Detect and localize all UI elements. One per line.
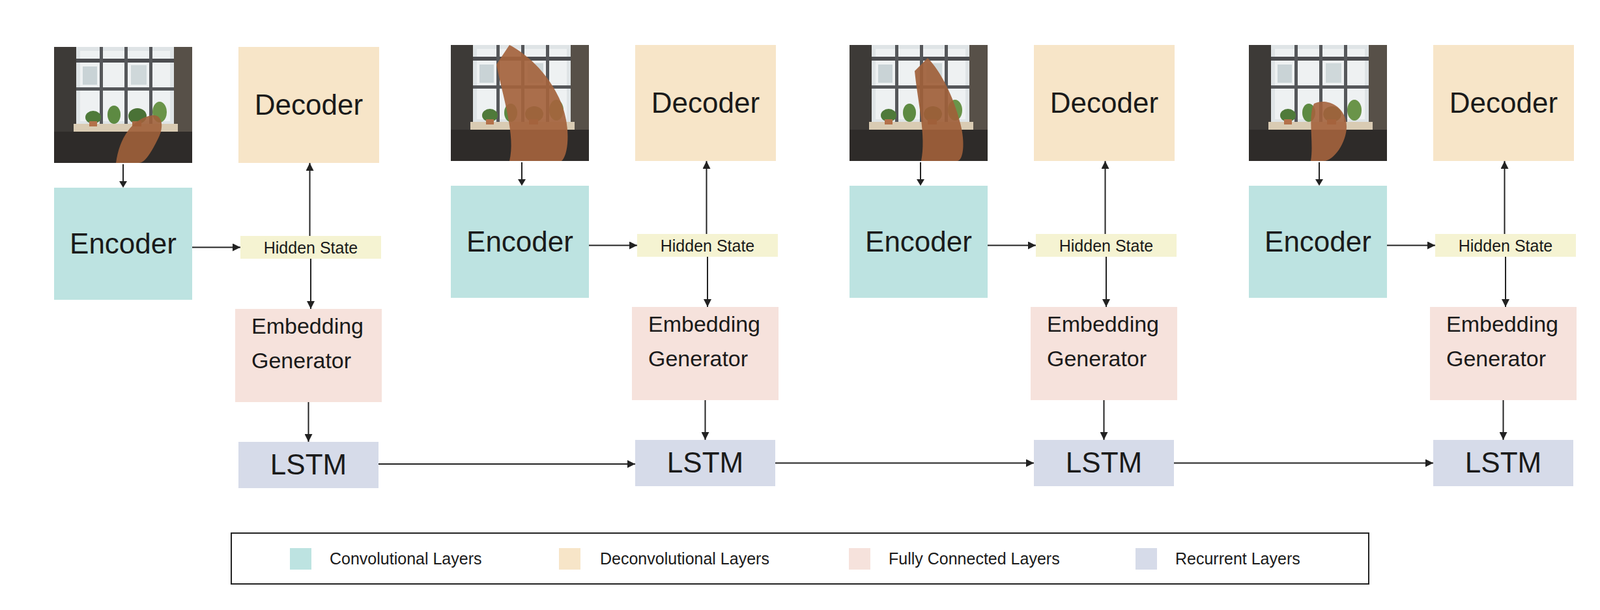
embedding-generator-box: Embedding Generator [1030,306,1178,400]
node-label: Hidden State [660,235,756,256]
decoder-box: Decoder [238,46,380,163]
node-label: Encoder [1264,224,1372,260]
embedding-generator-box: Embedding Generator [235,308,382,402]
lstm-box: LSTM [1433,439,1574,486]
lstm-box: LSTM [238,441,379,488]
node-label: Decoder [1050,85,1159,121]
connector-arrow [1502,400,1505,440]
legend-label: Deconvolutional Layers [600,547,770,570]
video-frame [849,44,988,161]
node-label: Encoder [69,226,177,262]
connector-arrow [1504,160,1506,234]
node-label: Decoder [254,87,363,123]
node-label: Embedding Generator [1446,306,1561,376]
connector-arrow [1386,244,1436,247]
video-frame [450,44,589,161]
decoder-box: Decoder [1433,44,1574,161]
connector-arrow [1103,400,1105,440]
connector-arrow [1504,256,1507,307]
lstm-box: LSTM [635,439,776,486]
embedding-generator-box: Embedding Generator [631,306,779,400]
connector-arrow [775,462,1034,464]
hidden-state-band: Hidden State [240,235,382,259]
connector-arrow [1105,256,1107,307]
node-label: LSTM [270,447,347,483]
connector-arrow [192,246,241,249]
connector-arrow [1104,160,1107,234]
connector-arrow [1173,462,1434,464]
connector-arrow [309,162,311,236]
legend-swatch [848,547,871,570]
node-label: Hidden State [263,237,359,258]
decoder-box: Decoder [635,44,776,161]
node-label: Encoder [466,224,574,260]
encoder-box: Encoder [54,187,193,300]
legend-swatch [1135,547,1158,570]
decoder-box: Decoder [1033,44,1175,161]
node-label: Embedding Generator [648,306,763,376]
encoder-box: Encoder [1248,185,1387,298]
connector-arrow [588,244,638,247]
connector-arrow [378,463,636,465]
legend-swatch [558,547,581,570]
encoder-box: Encoder [450,185,589,298]
lstm-box: LSTM [1033,439,1174,486]
legend-label: Fully Connected Layers [888,547,1060,570]
node-label: Encoder [865,224,972,260]
node-label: LSTM [1465,445,1542,481]
hidden-state-band: Hidden State [637,233,778,257]
hidden-state-band: Hidden State [1435,233,1576,257]
legend-swatch [289,547,312,570]
connector-arrow [706,256,709,307]
legend-label: Convolutional Layers [329,547,482,570]
input-arrows [119,162,1324,188]
node-label: LSTM [667,445,744,481]
connector-arrow [310,258,312,309]
connector-arrow [704,400,707,440]
embedding-generator-box: Embedding Generator [1429,306,1577,400]
node-label: Hidden State [1458,235,1554,256]
connector-arrow [987,244,1036,247]
video-frame [54,46,193,163]
connector-arrow [706,160,708,234]
node-label: LSTM [1065,445,1143,481]
node-label: Decoder [651,85,760,121]
node-label: Embedding Generator [1046,306,1161,376]
encoder-box: Encoder [849,185,988,298]
legend-label: Recurrent Layers [1175,547,1301,570]
node-label: Decoder [1449,85,1558,121]
node-label: Embedding Generator [251,308,366,378]
connector-arrow [308,401,310,442]
hidden-state-band: Hidden State [1035,233,1177,257]
node-label: Hidden State [1059,235,1154,256]
video-frame [1248,44,1387,161]
